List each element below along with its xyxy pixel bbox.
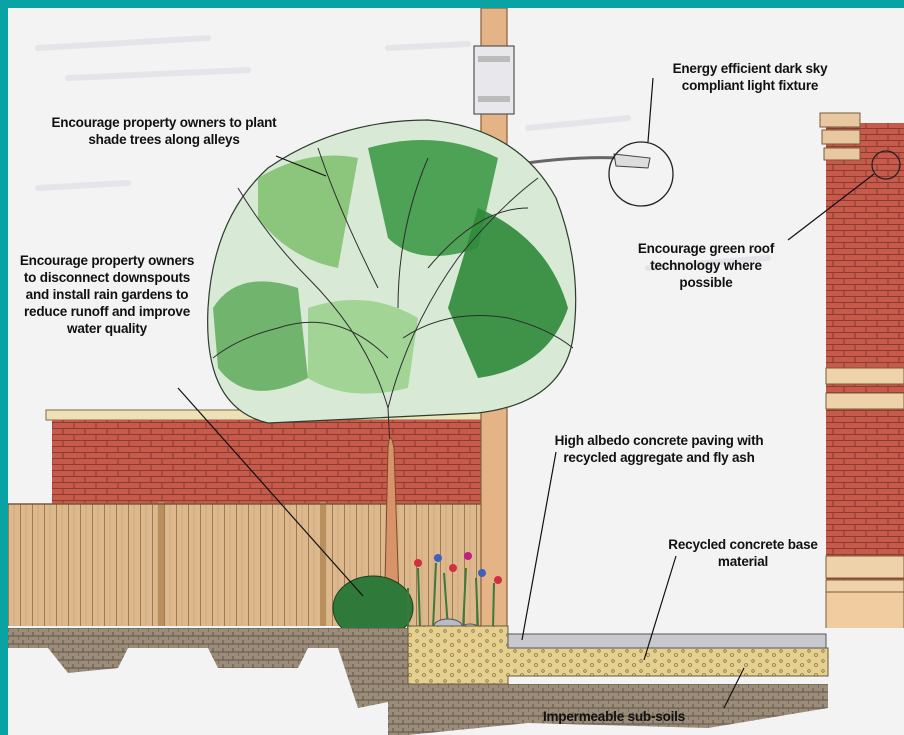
label-paving: High albedo concrete paving with recycle… <box>552 432 766 466</box>
alley-illustration: Encourage property owners to plant shade… <box>8 8 904 735</box>
label-downspouts: Encourage property owners to disconnect … <box>12 252 202 337</box>
label-shade-trees: Encourage property owners to plant shade… <box>48 114 280 148</box>
label-light-fixture: Energy efficient dark sky compliant ligh… <box>650 60 850 94</box>
label-base-material: Recycled concrete base material <box>668 536 818 570</box>
label-sub-soils: Impermeable sub-soils <box>504 708 724 725</box>
label-green-roof: Encourage green roof technology where po… <box>622 240 790 291</box>
ground-section <box>8 626 904 735</box>
brick-wall <box>46 410 496 512</box>
